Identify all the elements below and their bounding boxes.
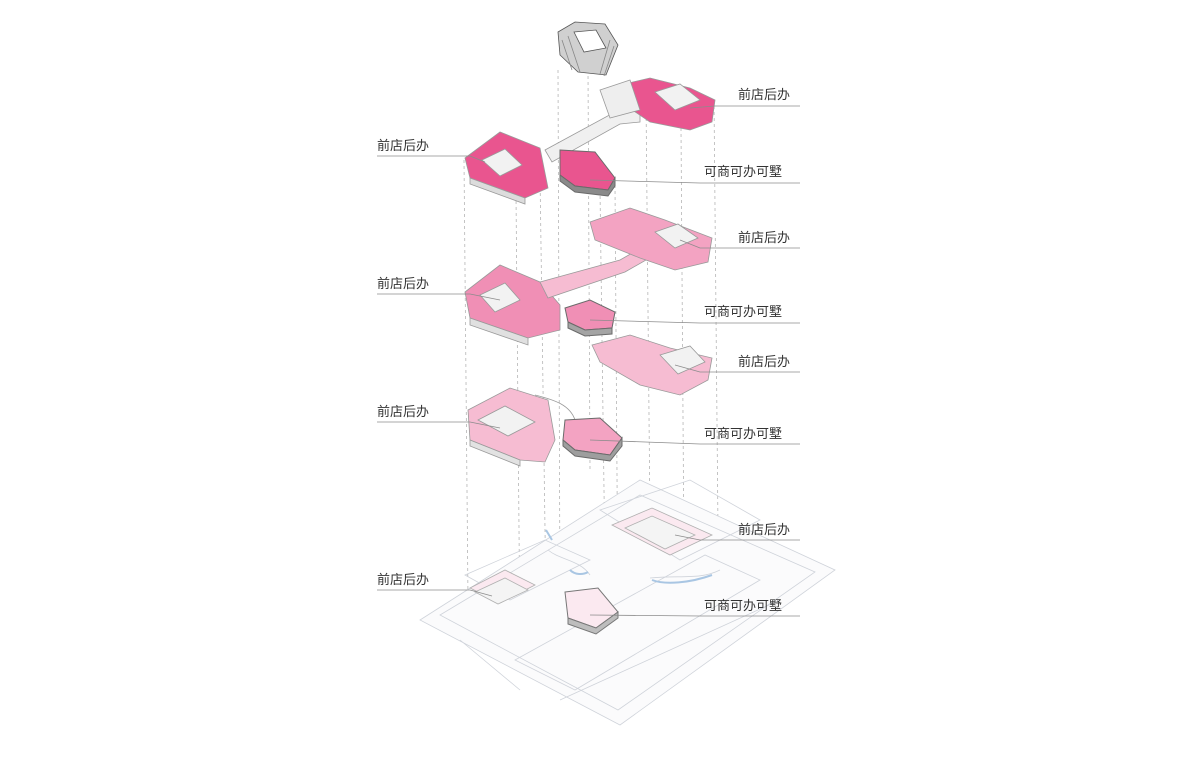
level-2-lower-right: [591, 334, 713, 396]
level-2-shell: [564, 299, 616, 337]
label-front-shop-back-office-6: 前店后办: [377, 405, 430, 420]
label-flexible-use-4: 可商可办可墅: [704, 599, 783, 614]
leader-lines: [377, 105, 800, 617]
level-3-right: [599, 77, 716, 131]
base-blue-details: [545, 529, 713, 584]
label-front-shop-back-office-5: 前店后办: [738, 355, 791, 370]
label-front-shop-back-office-2: 前店后办: [377, 139, 430, 154]
label-front-shop-back-office-7: 前店后办: [738, 523, 791, 538]
label-flexible-use-2: 可商可办可墅: [704, 305, 783, 320]
label-flexible-use-3: 可商可办可墅: [704, 427, 783, 442]
base-building-right: [611, 507, 713, 556]
level-3-shell: [559, 149, 616, 197]
crown-pavilion: [557, 21, 619, 77]
level-2-right: [589, 207, 713, 271]
level-3-left: [464, 131, 549, 205]
label-flexible-use-1: 可商可办可墅: [704, 165, 783, 180]
label-front-shop-back-office-1: 前店后办: [738, 88, 791, 103]
label-front-shop-back-office-3: 前店后办: [738, 231, 791, 246]
label-front-shop-back-office-8: 前店后办: [377, 573, 430, 588]
level-1-left: [467, 387, 576, 467]
level-1-shell: [562, 417, 623, 462]
label-front-shop-back-office-4: 前店后办: [377, 277, 430, 292]
base-shell-building: [564, 587, 619, 635]
level-2-left: [464, 264, 561, 346]
